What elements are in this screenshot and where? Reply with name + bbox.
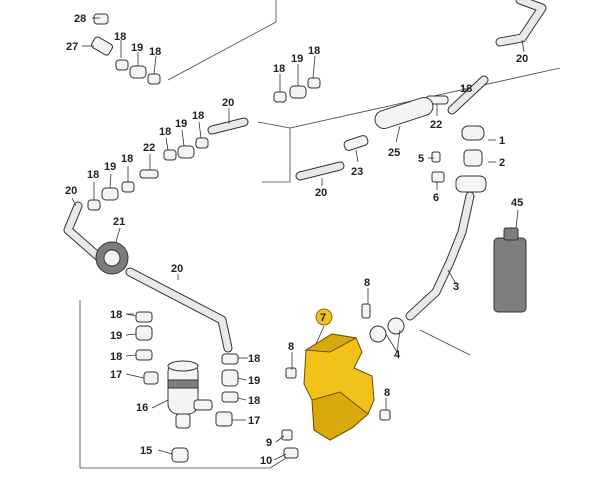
callout-label: 18: [248, 395, 260, 407]
callout-label: 20: [222, 97, 234, 109]
callout-label: 18: [192, 110, 204, 122]
callout-label: 19: [104, 161, 116, 173]
callout-label: 18: [87, 169, 99, 181]
callout-label: 20: [516, 53, 528, 65]
callout-label: 7: [320, 312, 326, 324]
callout-label: 19: [175, 118, 187, 130]
leader-lines: [71, 17, 525, 461]
callout-label: 9: [266, 437, 272, 449]
callout-label: 8: [288, 341, 294, 353]
callout-label: 45: [511, 197, 523, 209]
fluid-bottle: [493, 227, 527, 313]
callout-label: 18: [121, 153, 133, 165]
callout-label: 28: [74, 13, 86, 25]
callout-label: 8: [384, 387, 390, 399]
callout-label: 19: [110, 330, 122, 342]
callout-label: 21: [113, 216, 125, 228]
callout-label: 4: [394, 349, 401, 361]
washer-pump: [167, 360, 213, 429]
callout-label: 5: [418, 153, 424, 165]
callout-label: 19: [131, 42, 143, 54]
callout-label: 3: [453, 281, 459, 293]
label-dashes: [126, 313, 248, 359]
callout-label: 18: [110, 351, 122, 363]
callout-label: 17: [248, 415, 260, 427]
callout-label: 2: [499, 157, 505, 169]
washer-fluid-reservoir: [303, 333, 375, 441]
callout-label: 15: [140, 445, 152, 457]
callout-label: 23: [351, 166, 363, 178]
callout-label: 8: [364, 277, 370, 289]
hose-lines: [63, 0, 547, 353]
callout-label: 18: [110, 309, 122, 321]
callout-label: 18: [159, 126, 171, 138]
callout-label: 18: [149, 46, 161, 58]
callout-label: 10: [260, 455, 272, 467]
callout-labels: 28 27 18 19 18 18 19 18 20 20 22 18 1 2 …: [65, 13, 528, 467]
callout-label: 22: [430, 119, 442, 131]
callout-label: 18: [248, 353, 260, 365]
callout-label: 19: [291, 53, 303, 65]
callout-badge-7: [315, 308, 333, 326]
callout-label: 18: [273, 63, 285, 75]
connector-parts: [87, 13, 487, 463]
callout-label: 27: [66, 41, 78, 53]
callout-label: 20: [65, 185, 77, 197]
callout-label: 25: [388, 147, 400, 159]
callout-label: 6: [433, 192, 439, 204]
callout-label: 19: [248, 375, 260, 387]
callout-label: 18: [308, 45, 320, 57]
callout-label: 17: [110, 369, 122, 381]
callout-label: 16: [136, 402, 148, 414]
hose-clamp-part: [95, 241, 129, 275]
callout-label: 22: [143, 142, 155, 154]
callout-label: 20: [171, 263, 183, 275]
callout-label: 20: [315, 187, 327, 199]
callout-label: 18: [460, 83, 472, 95]
callout-label: 1: [499, 135, 505, 147]
callout-label: 18: [114, 31, 126, 43]
